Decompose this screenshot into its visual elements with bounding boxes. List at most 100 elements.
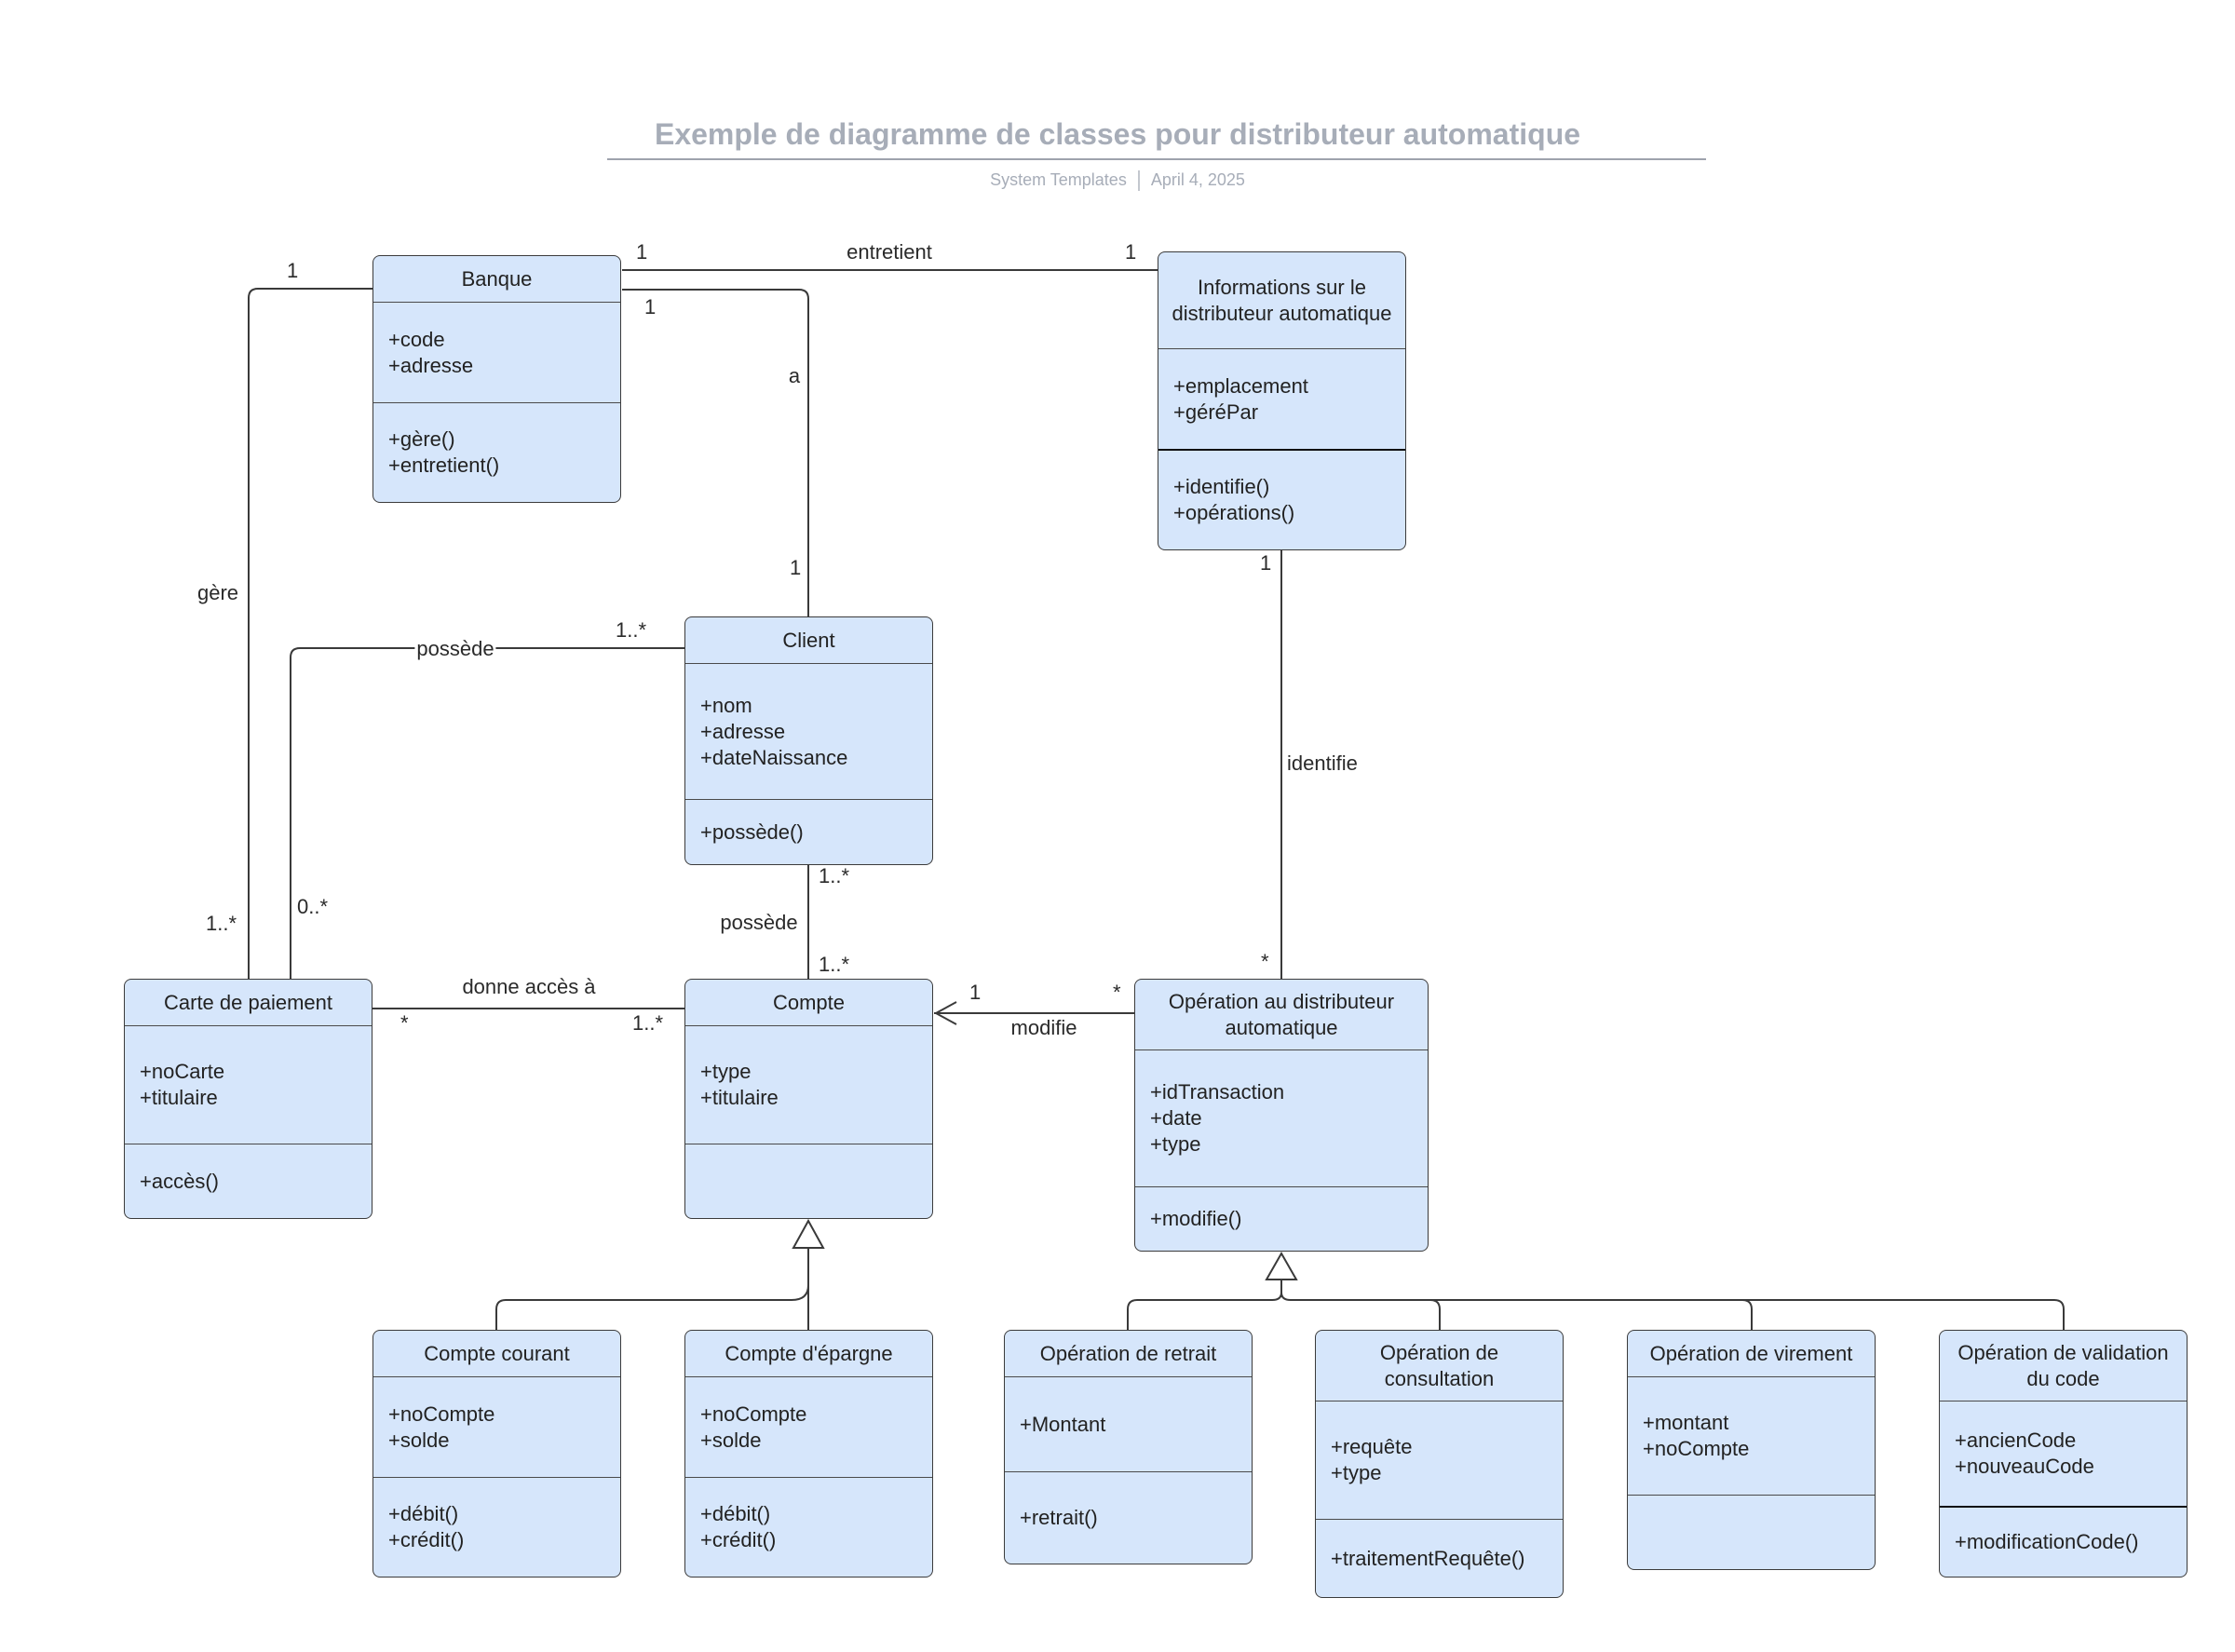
class-compte-epargne[interactable]: Compte d'épargne +noCompte +solde +débit… bbox=[684, 1330, 933, 1578]
class-name: Opération de retrait bbox=[1005, 1331, 1252, 1377]
attribute: +type bbox=[1150, 1132, 1201, 1156]
generalization-arrow-compte bbox=[792, 1218, 825, 1249]
attribute: +noCarte bbox=[140, 1060, 225, 1083]
mult-possede-compte-compte: 1..* bbox=[819, 953, 850, 976]
class-attributes: +idTransaction +date +type bbox=[1135, 1050, 1428, 1187]
class-attributes: +noCompte +solde bbox=[685, 1377, 932, 1478]
class-name: Banque bbox=[373, 256, 620, 303]
attribute: +montant bbox=[1643, 1411, 1729, 1434]
attribute: +noCompte bbox=[1643, 1437, 1750, 1460]
attribute: +adresse bbox=[388, 353, 474, 377]
attribute: +date bbox=[1150, 1106, 1202, 1130]
class-name: Opération au distributeur automatique bbox=[1135, 980, 1428, 1050]
operation: +modifie() bbox=[1150, 1207, 1242, 1230]
operation: +possède() bbox=[700, 819, 804, 844]
attribute: +code bbox=[388, 327, 445, 351]
label-identifie: identifie bbox=[1287, 752, 1358, 775]
class-attributes: +code +adresse bbox=[373, 303, 620, 403]
class-operation-validation-code[interactable]: Opération de validation du code +ancienC… bbox=[1939, 1330, 2188, 1578]
operation: +débit() bbox=[700, 1502, 771, 1525]
attribute: +solde bbox=[388, 1428, 450, 1452]
attribute: +ancienCode bbox=[1955, 1429, 2077, 1452]
diagram-date: April 4, 2025 bbox=[1150, 170, 1245, 189]
attribute: +noCompte bbox=[700, 1401, 807, 1426]
diagram-header: Exemple de diagramme de classes pour dis… bbox=[0, 0, 2235, 205]
class-operation-retrait[interactable]: Opération de retrait +Montant +retrait() bbox=[1004, 1330, 1253, 1564]
class-operations: +retrait() bbox=[1005, 1472, 1252, 1564]
mult-donne-acces-compte: 1..* bbox=[632, 1011, 664, 1035]
class-attributes: +emplacement +géréPar bbox=[1158, 349, 1405, 451]
mult-modifie-operation: * bbox=[1113, 981, 1121, 1004]
operation: +crédit() bbox=[388, 1528, 465, 1551]
class-operations: +traitementRequête() bbox=[1316, 1520, 1563, 1597]
attribute: +emplacement bbox=[1173, 373, 1308, 398]
class-operations bbox=[1628, 1496, 1875, 1569]
attribute: +noCompte bbox=[388, 1401, 495, 1426]
class-operations: +modifie() bbox=[1135, 1187, 1428, 1251]
operation: +entretient() bbox=[388, 454, 500, 477]
mult-possede-carte: 0..* bbox=[297, 895, 329, 918]
class-operation-distributeur[interactable]: Opération au distributeur automatique +i… bbox=[1134, 979, 1429, 1252]
class-compte[interactable]: Compte +type +titulaire bbox=[684, 979, 933, 1219]
class-operations: +accès() bbox=[125, 1144, 372, 1218]
operation: +retrait() bbox=[1020, 1506, 1098, 1529]
operation: +traitementRequête() bbox=[1331, 1546, 1525, 1570]
class-name: Client bbox=[685, 617, 932, 664]
label-modifie: modifie bbox=[1010, 1016, 1077, 1039]
diagram-title: Exemple de diagramme de classes pour dis… bbox=[654, 117, 1581, 151]
mult-entretient-banque: 1 bbox=[636, 240, 648, 264]
attribute: +nouveauCode bbox=[1955, 1455, 2094, 1478]
label-a: a bbox=[788, 364, 801, 387]
class-carte-paiement[interactable]: Carte de paiement +noCarte +titulaire +a… bbox=[124, 979, 372, 1219]
edge-possede-carte bbox=[290, 647, 686, 981]
class-operations: +modificationCode() bbox=[1940, 1508, 2187, 1577]
mult-entretient-infos: 1 bbox=[1125, 240, 1137, 264]
label-possede-carte: possède bbox=[414, 637, 496, 660]
mult-gere-carte: 1..* bbox=[206, 912, 237, 935]
class-name: Opération de virement bbox=[1628, 1331, 1875, 1377]
edge-a bbox=[622, 289, 809, 617]
class-attributes: +ancienCode +nouveauCode bbox=[1940, 1401, 2187, 1508]
class-attributes: +montant +noCompte bbox=[1628, 1377, 1875, 1496]
edge-modifie-arrowhead bbox=[933, 1001, 957, 1025]
class-attributes: +nom +adresse +dateNaissance bbox=[685, 664, 932, 800]
mult-possede-compte-client: 1..* bbox=[819, 864, 850, 887]
attribute: +géréPar bbox=[1173, 399, 1259, 424]
class-name: Informations sur le distributeur automat… bbox=[1158, 252, 1405, 349]
operation: +gère() bbox=[388, 427, 455, 451]
mult-donne-acces-carte: * bbox=[400, 1011, 409, 1035]
class-operations bbox=[685, 1144, 932, 1218]
class-operation-consultation[interactable]: Opération de consultation +requête +type… bbox=[1315, 1330, 1564, 1598]
attribute: +type bbox=[1331, 1461, 1382, 1484]
class-attributes: +Montant bbox=[1005, 1377, 1252, 1472]
attribute: +dateNaissance bbox=[700, 745, 848, 769]
attribute: +Montant bbox=[1020, 1412, 1106, 1436]
attribute: +type bbox=[700, 1060, 752, 1083]
generalization-arrow-operation bbox=[1265, 1251, 1298, 1280]
label-possede-compte: possède bbox=[720, 911, 798, 934]
class-operation-virement[interactable]: Opération de virement +montant +noCompte bbox=[1627, 1330, 1876, 1570]
operation: +crédit() bbox=[700, 1528, 777, 1551]
attribute: +solde bbox=[700, 1428, 762, 1452]
class-name: Compte d'épargne bbox=[685, 1331, 932, 1377]
mult-a-client: 1 bbox=[790, 556, 802, 579]
class-banque[interactable]: Banque +code +adresse +gère() +entretien… bbox=[372, 255, 621, 503]
mult-modifie-compte: 1 bbox=[969, 981, 982, 1004]
edge-gere bbox=[248, 288, 372, 981]
diagram-source: System Templates bbox=[990, 170, 1127, 189]
class-compte-courant[interactable]: Compte courant +noCompte +solde +débit()… bbox=[372, 1330, 621, 1578]
class-informations-distributeur[interactable]: Informations sur le distributeur automat… bbox=[1158, 251, 1406, 550]
class-name: Opération de validation du code bbox=[1940, 1331, 2187, 1401]
title-divider bbox=[607, 158, 1706, 160]
attribute: +titulaire bbox=[140, 1086, 218, 1109]
attribute: +adresse bbox=[700, 719, 786, 743]
class-attributes: +noCompte +solde bbox=[373, 1377, 620, 1478]
attribute: +nom bbox=[700, 693, 752, 717]
diagram-meta: System Templates April 4, 2025 bbox=[0, 170, 2235, 192]
edge-generalization-compte-branches bbox=[495, 1284, 809, 1332]
operation: +identifie() bbox=[1173, 475, 1270, 498]
operation: +opérations() bbox=[1173, 501, 1295, 524]
class-operations: +débit() +crédit() bbox=[685, 1478, 932, 1577]
class-client[interactable]: Client +nom +adresse +dateNaissance +pos… bbox=[684, 616, 933, 865]
